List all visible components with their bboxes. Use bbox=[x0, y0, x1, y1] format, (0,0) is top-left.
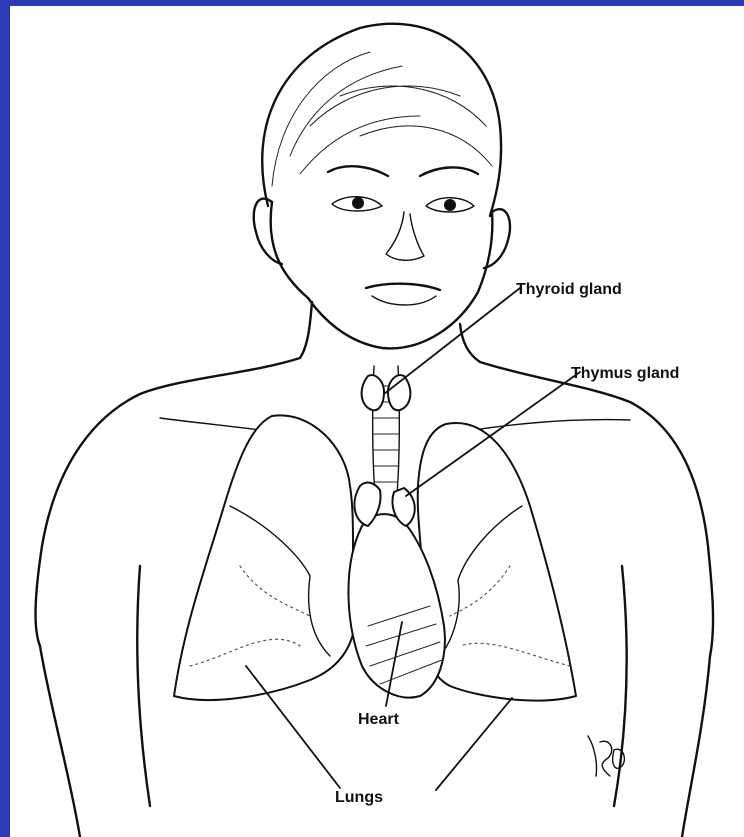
hair bbox=[262, 24, 501, 216]
label-thyroid-gland: Thyroid gland bbox=[516, 281, 622, 298]
airway-glands bbox=[354, 366, 414, 526]
left-pupil bbox=[352, 197, 364, 209]
thyroid-gland bbox=[362, 375, 384, 410]
right-pupil bbox=[444, 199, 456, 211]
label-heart: Heart bbox=[358, 711, 400, 728]
label-thymus-gland: Thymus gland bbox=[571, 365, 679, 382]
thyroid-leader bbox=[384, 288, 520, 394]
label-lungs: Lungs bbox=[335, 789, 383, 806]
illustration-canvas: Thyroid gland Thymus gland Heart Lungs bbox=[10, 6, 744, 837]
lungs-leader-right bbox=[436, 698, 512, 790]
head bbox=[254, 166, 510, 348]
anatomy-illustration: Thyroid gland Thymus gland Heart Lungs bbox=[10, 6, 744, 837]
